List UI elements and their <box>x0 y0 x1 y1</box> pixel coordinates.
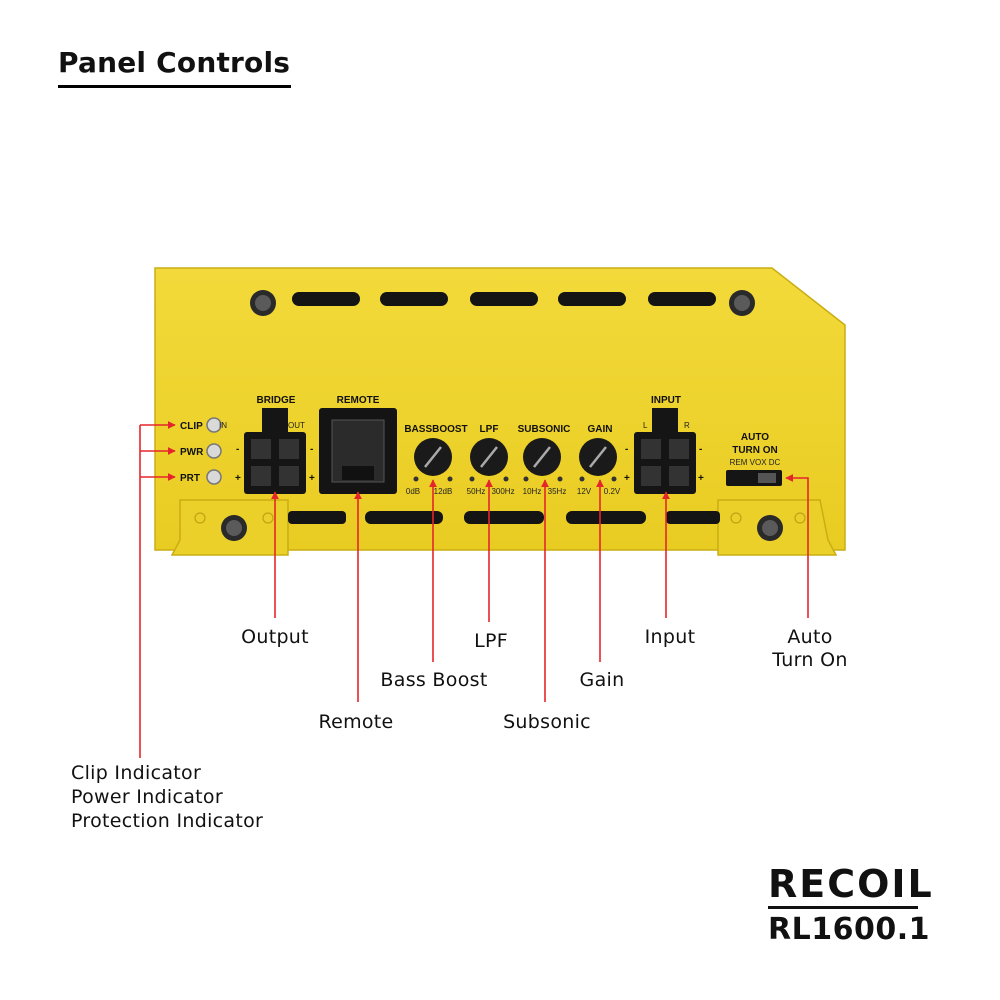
callout-lines <box>139 421 809 758</box>
hex-screw-icon <box>194 290 806 541</box>
led-indicators <box>206 417 222 485</box>
bassboost-min: 0dB <box>406 487 420 496</box>
callout-remote: Remote <box>318 711 394 733</box>
bridge-in-label: IN <box>219 421 227 430</box>
callout-protection-indicator: Protection Indicator <box>71 810 264 832</box>
callout-indicators: Clip Indicator Power Indicator Protectio… <box>71 761 263 833</box>
subsonic-min: 10Hz <box>523 487 542 496</box>
remote-label: REMOTE <box>337 395 380 406</box>
bottom-vents <box>288 511 720 524</box>
bridge-minus-label: - <box>236 444 239 455</box>
callout-bass-boost: Bass Boost <box>380 669 488 691</box>
title-underline <box>58 85 291 88</box>
callout-output: Output <box>241 626 309 648</box>
brand-divider <box>768 906 918 909</box>
input-minus-label: - <box>625 444 628 455</box>
bassboost-max: 12dB <box>434 487 453 496</box>
input-connector <box>634 408 696 494</box>
indicator-label-pwr: PWR <box>180 447 204 458</box>
input-minus-label-right: - <box>699 444 702 455</box>
callout-input: Input <box>644 626 696 648</box>
page-title: Panel Controls <box>58 46 291 79</box>
knob-lpf <box>469 438 509 482</box>
input-plus-label-right: + <box>698 473 704 484</box>
knob-label-subsonic: SUBSONIC <box>518 424 571 435</box>
indicator-label-prt: PRT <box>180 473 200 484</box>
gain-max: 0.2V <box>604 487 621 496</box>
knob-bassboost <box>413 438 453 482</box>
gain-min: 12V <box>577 487 592 496</box>
callout-lpf: LPF <box>474 630 508 652</box>
subsonic-max: 35Hz <box>548 487 567 496</box>
knob-label-gain: GAIN <box>588 424 613 435</box>
top-vents <box>292 292 716 306</box>
model-number: RL1600.1 <box>768 912 930 947</box>
callout-auto-turn-on: Auto Turn On <box>772 626 847 672</box>
bridge-minus-label-right: - <box>310 444 313 455</box>
bridge-label: BRIDGE <box>257 395 296 406</box>
callout-power-indicator: Power Indicator <box>71 786 223 808</box>
input-label: INPUT <box>651 395 681 406</box>
output-connector <box>244 408 306 494</box>
callout-clip-indicator: Clip Indicator <box>71 762 202 784</box>
knob-subsonic <box>523 438 563 482</box>
input-plus-label: + <box>624 473 630 484</box>
auto-modes-label: REM VOX DC <box>730 458 781 467</box>
bridge-plus-label-right: + <box>309 473 315 484</box>
input-right-label: R <box>684 421 690 430</box>
knob-label-bassboost: BASSBOOST <box>404 424 467 435</box>
auto-turn-on-switch <box>726 470 782 486</box>
auto-label-line2: TURN ON <box>732 445 778 456</box>
auto-label-line1: AUTO <box>741 432 769 443</box>
indicator-label-clip: CLIP <box>180 421 203 432</box>
knob-gain <box>579 438 617 482</box>
bridge-out-label: OUT <box>288 421 305 430</box>
input-left-label: L <box>643 421 648 430</box>
remote-jack <box>319 408 397 494</box>
brand-logo: RECOIL <box>768 862 934 906</box>
callout-subsonic: Subsonic <box>503 711 591 733</box>
knob-label-lpf: LPF <box>480 424 499 435</box>
callout-auto-line2: Turn On <box>772 649 848 671</box>
lpf-max: 300Hz <box>491 487 514 496</box>
bridge-plus-label: + <box>235 473 241 484</box>
callout-auto-line1: Auto <box>787 626 833 648</box>
lpf-min: 50Hz <box>467 487 486 496</box>
callout-gain: Gain <box>579 669 625 691</box>
